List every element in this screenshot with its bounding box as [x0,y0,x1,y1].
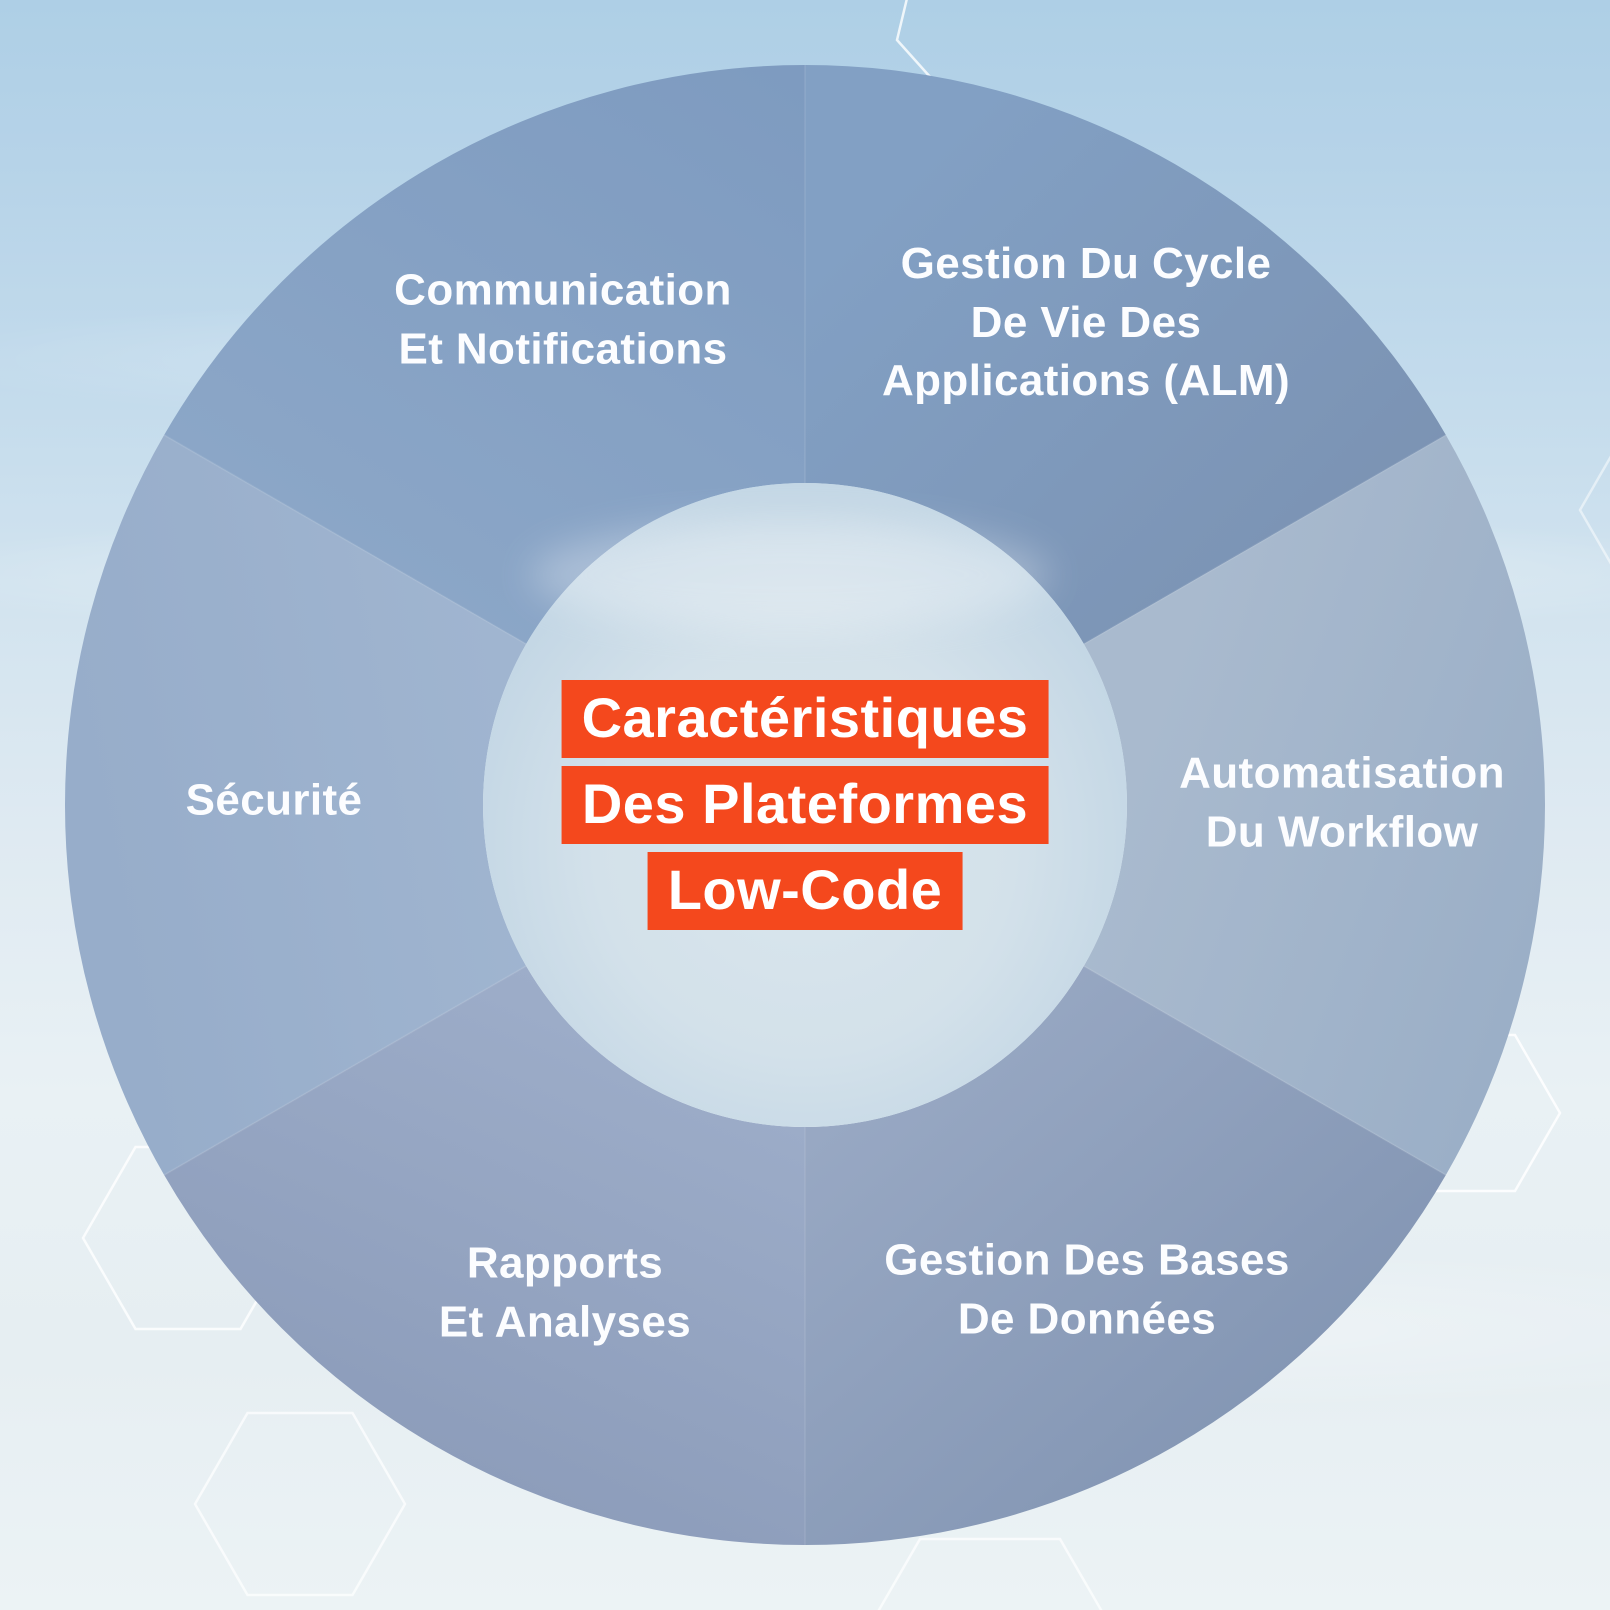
segment-communication [164,65,805,644]
title-line-3: Low-Code [647,852,963,930]
hexagon-outline-icon [193,1411,407,1597]
segment-rapports [164,966,805,1546]
segment-automatisation [1083,435,1546,1175]
segment-bases [805,966,1446,1545]
segment-securite [64,435,527,1175]
hexagon-outline-icon [877,1537,1103,1610]
center-title: Caractéristiques Des Plateformes Low-Cod… [561,680,1049,930]
segment-label-automatisation: Automatisation Du Workflow [1179,748,1505,856]
segment-label-communication: Communication Et Notifications [394,265,732,373]
segment-alm [805,65,1446,644]
segment-label-alm: Gestion Du Cycle De Vie Des Applications… [881,239,1291,406]
title-line-2: Des Plateformes [561,766,1049,844]
segment-label-rapports: Rapports Et Analyses [438,1238,692,1346]
cloud-highlight [530,520,1050,630]
segment-label-securite: Sécurité [185,775,363,825]
title-line-1: Caractéristiques [561,680,1049,758]
segment-label-bases: Gestion Des Bases De Données [884,1235,1290,1343]
